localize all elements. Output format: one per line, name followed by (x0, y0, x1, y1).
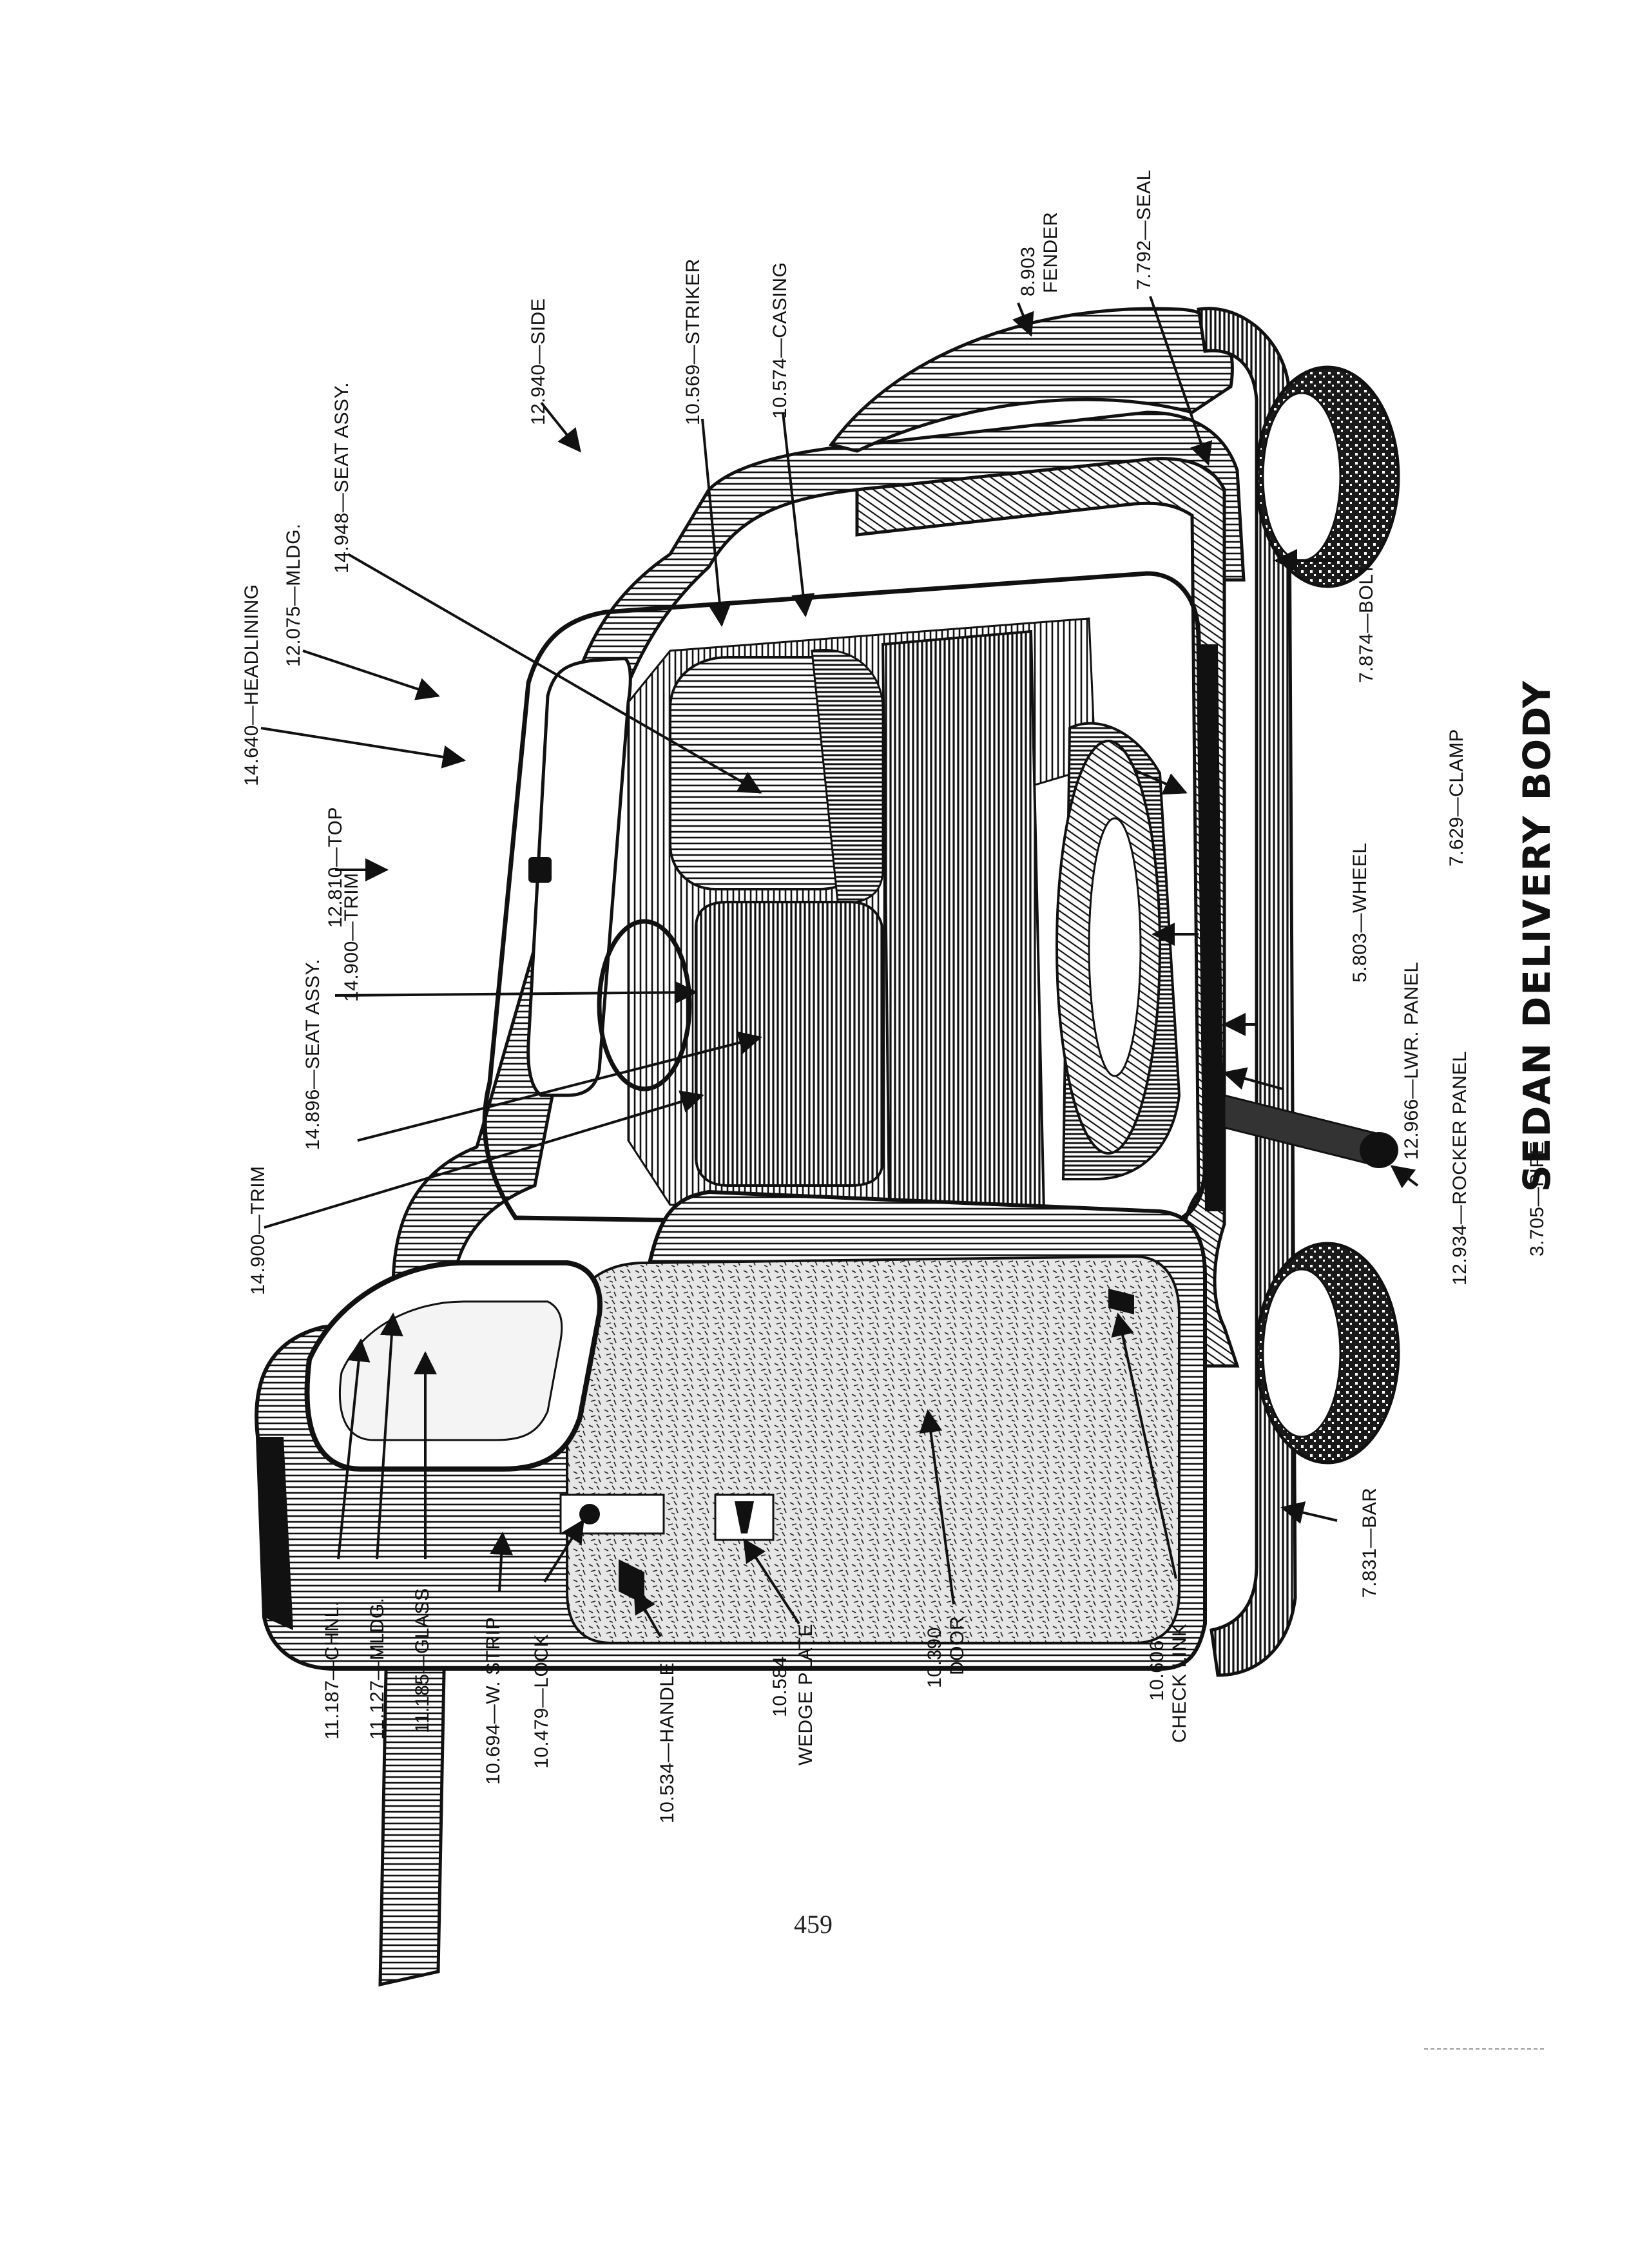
callout-check-number: 10.606 (1146, 1640, 1168, 1701)
callout-top: 12.810—TOP (325, 807, 346, 928)
callout-wedge-word: WEDGE PLATE (795, 1624, 816, 1765)
callout-trim-inner: 14.900—TRIM (341, 872, 362, 1002)
callout-casing: 10.574—CASING (769, 262, 791, 419)
figure-title: SEDAN DELIVERY BODY (1515, 680, 1559, 1192)
cargo-floor (881, 629, 1046, 1213)
callout-labels: 12.810—TOP 14.640—HEADLINING 12.075—MLDG… (241, 169, 1559, 1823)
callout-trim-outer: 14.900—TRIM (247, 1166, 269, 1295)
vehicle-body (255, 307, 1400, 1987)
callout-glass: 11.185—GLASS (412, 1588, 433, 1733)
spare-wheel (1055, 722, 1181, 1180)
callout-chnl: 11.187—CHNL. (322, 1600, 343, 1740)
callout-wheel: 5.803—WHEEL (1349, 843, 1371, 983)
callout-bolt: 7.874—BOLT (1356, 563, 1377, 683)
exhaust-pipe (1223, 1094, 1398, 1168)
callout-lwr-panel: 12.966—LWR. PANEL (1401, 961, 1422, 1160)
lock-cylinder (579, 1504, 600, 1524)
callout-lock: 10.479—LOCK (531, 1634, 552, 1769)
check-link-part (1108, 1289, 1134, 1314)
lock-plate (559, 1494, 665, 1535)
callout-mldg-door: 11.127—MLDG. (367, 1597, 388, 1740)
callout-rocker-panel: 12.934—ROCKER PANEL (1449, 1051, 1470, 1285)
leader-lines (260, 296, 1419, 1637)
callout-striker: 10.569—STRIKER (682, 258, 704, 425)
callout-seat-assy-front: 14.896—SEAT ASSY. (302, 959, 323, 1150)
lower-panel (1199, 644, 1224, 1211)
rear-tire-bottom (1255, 1242, 1400, 1465)
callout-pipe: 3.705—PIPE (1527, 1142, 1548, 1256)
page-number: 459 (794, 1910, 833, 1939)
callout-fender-number: 8.903 (1017, 246, 1039, 296)
callout-w-strip: 10.694—W. STRIP (483, 1617, 504, 1785)
rear-view-mirror (528, 857, 552, 883)
rear-tire-top (1255, 365, 1400, 588)
callout-side: 12.940—SIDE (528, 298, 549, 425)
callout-seat-assy-rear: 14.948—SEAT ASSY. (331, 382, 352, 573)
callout-check-word: CHECK LINK (1169, 1624, 1190, 1743)
callout-door-word: DOOR (947, 1616, 968, 1675)
callout-door-number: 10.390 (924, 1627, 945, 1688)
callout-mldg-upper: 12.075—MLDG. (283, 523, 304, 667)
front-seat-cushion (695, 901, 884, 1187)
callout-handle: 10.534—HANDLE (657, 1662, 678, 1823)
callout-fender-word: FENDER (1040, 212, 1061, 293)
callout-seal: 7.792—SEAL (1133, 169, 1155, 290)
door-hinge-edge (258, 1437, 293, 1630)
callout-wedge-number: 10.584 (769, 1656, 791, 1717)
steering-wheel (597, 919, 692, 1091)
rear-opening-frame (482, 571, 1208, 1230)
callout-clamp: 7.629—CLAMP (1446, 729, 1467, 867)
callout-headlining: 14.640—HEADLINING (241, 584, 262, 786)
callout-bar: 7.831—BAR (1359, 1488, 1380, 1598)
door-inner-panel (566, 1254, 1181, 1644)
